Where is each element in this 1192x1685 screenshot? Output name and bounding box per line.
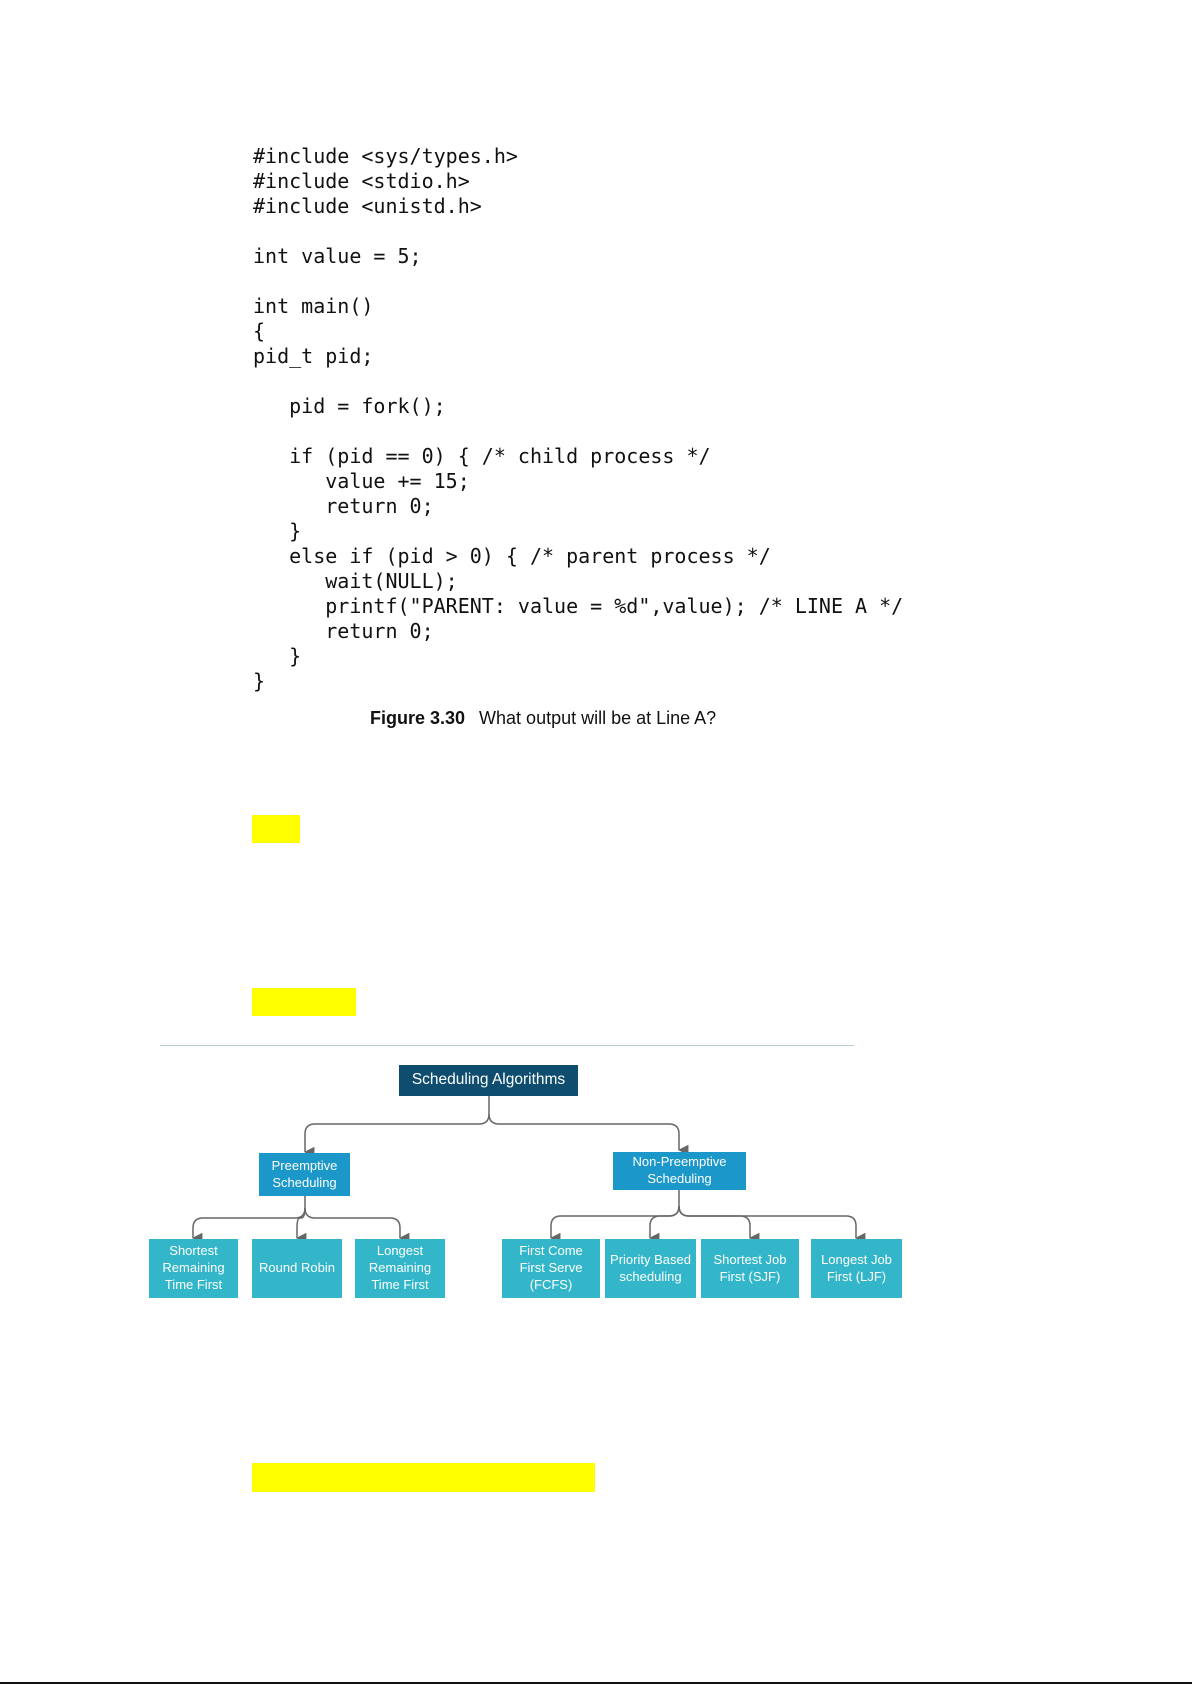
code-line: pid = fork(); [253,394,446,418]
highlight-block [252,815,300,843]
connector-preemptive [191,1196,306,1244]
leaf-node: First Come First Serve (FCFS) [502,1239,600,1298]
connector-non-preemptive [678,1205,760,1244]
preemptive-node: Preemptive Scheduling [259,1153,350,1196]
diagram-root: Scheduling Algorithms [399,1065,578,1096]
code-line: int main() [253,294,374,318]
code-line: { [253,319,266,343]
code-line: printf("PARENT: value = %d",value); /* L… [253,594,904,618]
code-line: if (pid == 0) { /* child process */ [253,444,711,468]
code-line: return 0; [253,494,434,518]
highlight-block [252,988,356,1016]
code-line: pid_t pid; [253,344,374,368]
code-line: return 0; [253,619,434,643]
code-line: value += 15; [253,469,470,493]
leaf-node: Longest Remaining Time First [355,1239,445,1298]
connector-root [488,1113,689,1156]
code-line: #include <stdio.h> [253,169,470,193]
leaf-node: Shortest Job First (SJF) [701,1239,799,1298]
code-line: else if (pid > 0) { /* parent process */ [253,544,771,568]
code-line: } [253,644,302,668]
connector-non-preemptive [549,1190,680,1244]
connector-non-preemptive [648,1205,680,1244]
figure-number: Figure 3.30 [370,708,466,728]
connector-root [303,1096,490,1158]
leaf-node: Longest Job First (LJF) [811,1239,902,1298]
connector-preemptive [304,1207,410,1244]
leaf-node: Shortest Remaining Time First [149,1239,238,1298]
code-line: #include <unistd.h> [253,194,482,218]
connector-preemptive [295,1207,307,1244]
highlight-block [252,1463,595,1492]
code-line: wait(NULL); [253,569,458,593]
figure-caption-text: What output will be at Line A? [479,708,717,728]
non-preemptive-node: Non-Preemptive Scheduling [613,1152,746,1190]
code-line: int value = 5; [253,244,422,268]
connector-non-preemptive [678,1205,866,1244]
page-bottom-rule [0,1682,1192,1684]
leaf-node: Priority Based scheduling [605,1239,696,1298]
divider-line [160,1045,854,1046]
figure-caption: Figure 3.30 What output will be at Line A… [370,708,716,729]
code-listing: #include <sys/types.h>#include <stdio.h>… [253,144,903,694]
code-line: } [253,519,302,543]
code-line: #include <sys/types.h> [253,144,518,168]
leaf-node: Round Robin [252,1239,342,1298]
code-line: } [253,669,266,693]
